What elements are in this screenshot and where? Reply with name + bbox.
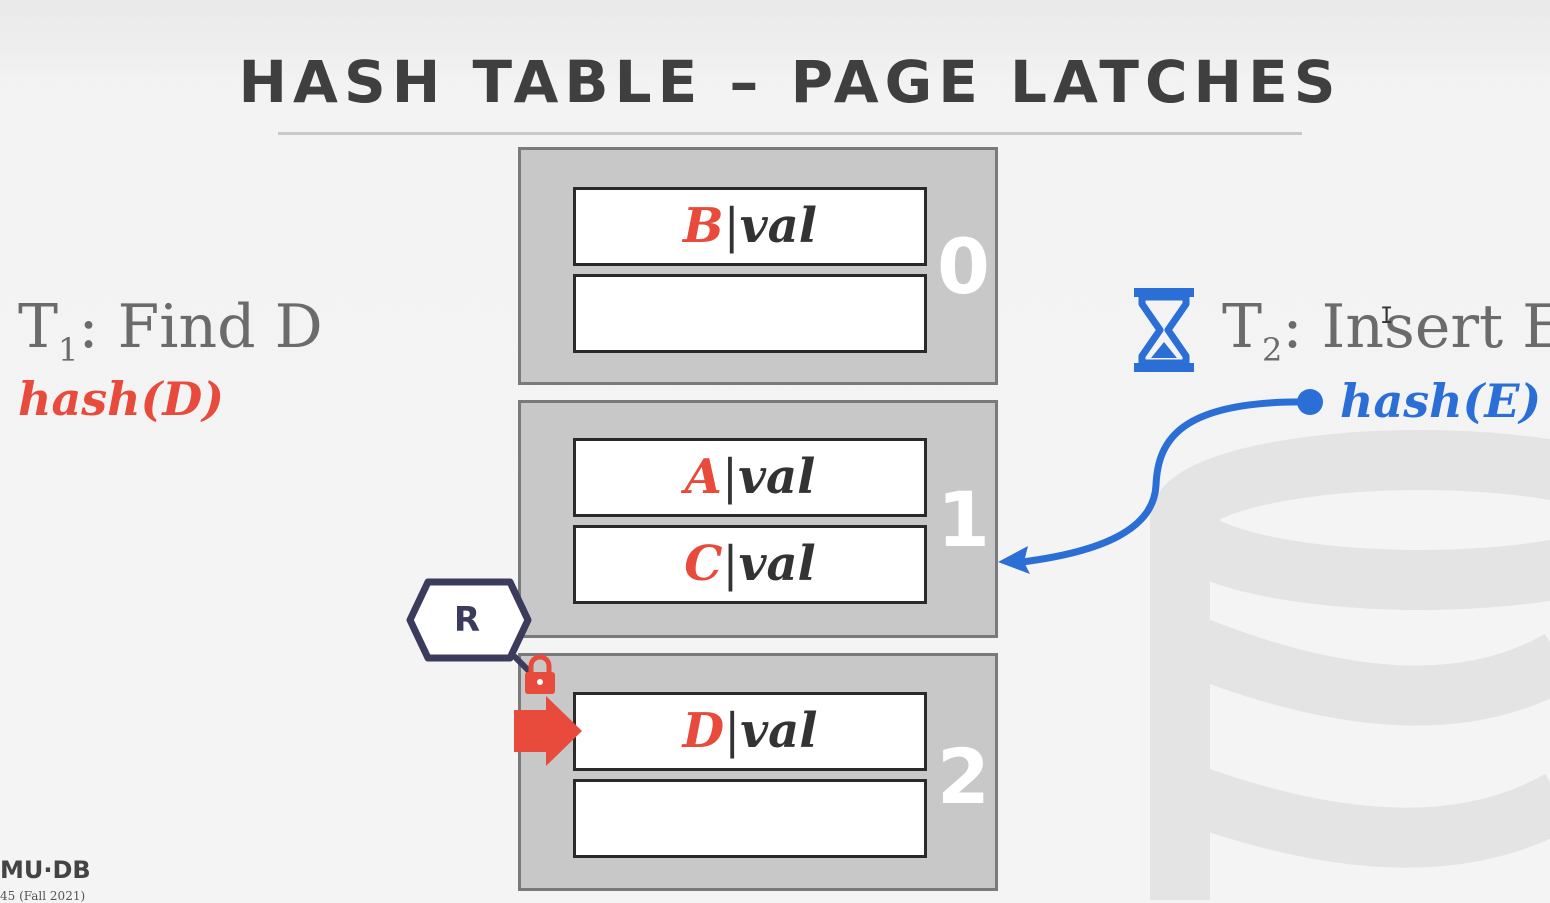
slot-value: val bbox=[739, 198, 817, 254]
page-0-slot-1 bbox=[573, 274, 927, 353]
title-divider bbox=[278, 132, 1302, 135]
footer-logo: MU·DB bbox=[0, 856, 91, 884]
t2-subscript: 2 bbox=[1262, 331, 1283, 369]
t2-name: T bbox=[1222, 292, 1263, 362]
page-title: HASH TABLE – PAGE LATCHES bbox=[238, 48, 1342, 116]
text-cursor-icon: I bbox=[1380, 304, 1394, 329]
latch-mode-label: R bbox=[453, 600, 481, 640]
slot-separator: | bbox=[724, 703, 741, 759]
t2-action: : Insert E bbox=[1282, 292, 1550, 362]
t1-action: : Find D bbox=[78, 292, 323, 362]
page-2-slot-0: D|val bbox=[573, 692, 927, 771]
read-latch-hexagon bbox=[406, 578, 532, 662]
page-0-slot-0: B|val bbox=[573, 187, 927, 266]
t1-pointer-arrow bbox=[514, 696, 582, 766]
footer-course: 45 (Fall 2021) bbox=[0, 889, 86, 903]
slot-separator: | bbox=[722, 536, 739, 592]
slot-key: D bbox=[682, 703, 725, 759]
page-number: 2 bbox=[937, 732, 990, 821]
t2-label: T2: Insert E bbox=[1222, 292, 1550, 369]
hash-page-0: B|val 0 bbox=[518, 147, 998, 385]
t1-name: T bbox=[18, 292, 59, 362]
slot-separator: | bbox=[723, 198, 740, 254]
t1-subscript: 1 bbox=[58, 331, 79, 369]
hash-page-2: D|val 2 bbox=[518, 653, 998, 891]
t1-hash-call: hash(D) bbox=[18, 372, 225, 426]
slot-key: B bbox=[683, 198, 724, 254]
latch-connector bbox=[512, 654, 533, 675]
hash-page-1: A|val C|val 1 bbox=[518, 400, 998, 638]
t2-hash-call: hash(E) bbox=[1340, 374, 1542, 428]
page-number: 0 bbox=[937, 222, 990, 311]
lock-icon bbox=[525, 654, 555, 694]
page-2-slot-1 bbox=[573, 779, 927, 858]
slot-value: val bbox=[740, 703, 818, 759]
slot-key: A bbox=[684, 449, 722, 505]
page-1-slot-0: A|val bbox=[573, 438, 927, 517]
slot-key: C bbox=[684, 536, 723, 592]
hourglass-icon bbox=[1134, 288, 1194, 372]
page-number: 1 bbox=[937, 475, 990, 564]
t1-label: T1: Find D bbox=[18, 292, 323, 369]
page-1-slot-1: C|val bbox=[573, 525, 927, 604]
slot-separator: | bbox=[721, 449, 739, 505]
slot-value: val bbox=[738, 536, 816, 592]
slot-value: val bbox=[738, 449, 816, 505]
